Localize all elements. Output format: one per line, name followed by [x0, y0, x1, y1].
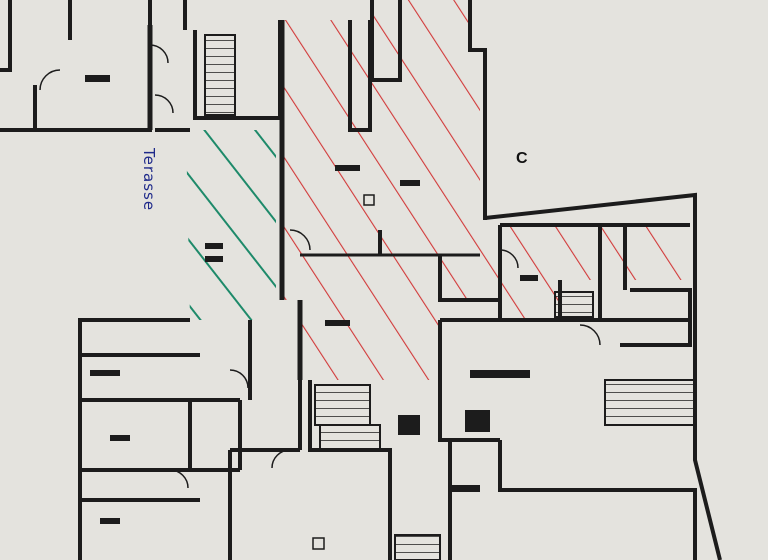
walls — [0, 0, 722, 560]
room-labels — [85, 75, 538, 550]
terrace-handwritten-label: Terasse — [140, 148, 158, 212]
green-hatched-terrace — [186, 130, 276, 320]
red-hatched-area — [282, 0, 690, 380]
door-swings — [39, 44, 601, 489]
zone-c-label: C — [516, 150, 528, 167]
